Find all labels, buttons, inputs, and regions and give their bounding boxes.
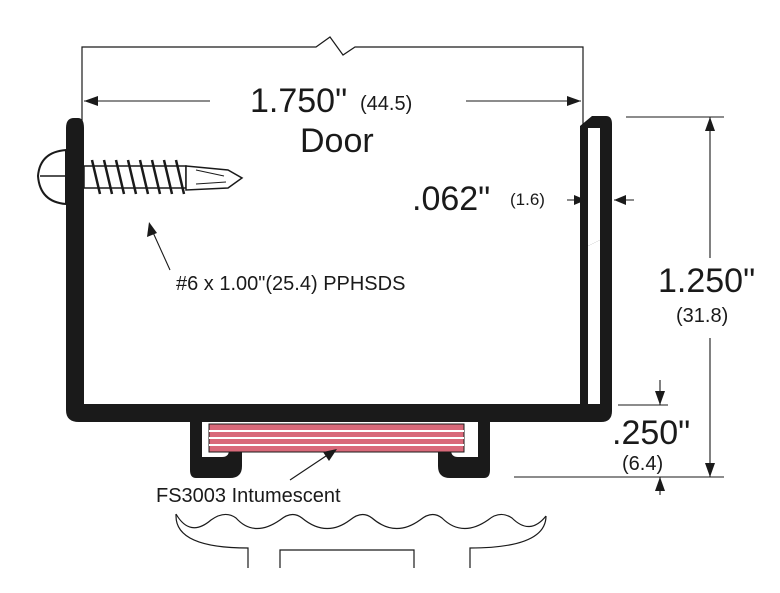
height-dimension: 1.250" (31.8): [514, 116, 755, 478]
thickness-dimension: .062" (1.6): [412, 180, 634, 218]
intumescent-strip: [208, 423, 465, 453]
thickness-mm: (1.6): [510, 190, 545, 209]
lip-value: .250": [612, 414, 690, 452]
thickness-value: .062": [412, 180, 490, 218]
width-value: 1.750": [250, 82, 347, 120]
lip-mm: (6.4): [622, 453, 663, 475]
screw-callout: #6 x 1.00"(25.4) PPHSDS: [147, 222, 405, 295]
frame-profile: [175, 513, 547, 568]
metal-channel: [66, 116, 612, 422]
channel-legs: [190, 420, 490, 478]
lip-dimension: .250" (6.4): [612, 380, 690, 495]
screw-callout-text: #6 x 1.00"(25.4) PPHSDS: [176, 273, 405, 295]
width-dimension: 1.750" (44.5): [84, 82, 581, 120]
door-label: Door: [300, 122, 374, 160]
height-mm: (31.8): [676, 305, 728, 327]
height-value: 1.250": [658, 262, 755, 300]
width-mm: (44.5): [360, 93, 412, 115]
intumescent-label: FS3003 Intumescent: [156, 485, 341, 507]
door-outline: [81, 36, 584, 403]
screw: [36, 148, 244, 206]
intumescent-callout: FS3003 Intumescent: [156, 449, 341, 507]
